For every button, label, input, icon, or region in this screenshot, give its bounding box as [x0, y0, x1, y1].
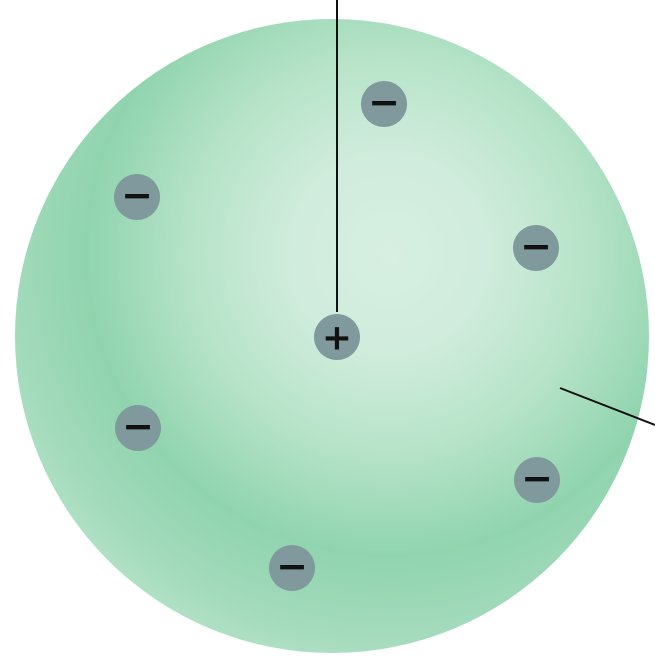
minus-symbol: −	[521, 456, 553, 500]
minus-symbol: −	[368, 80, 400, 124]
plus-symbol: +	[322, 318, 352, 359]
minus-symbol: −	[520, 224, 552, 268]
minus-symbol: −	[276, 544, 308, 588]
minus-symbol: −	[122, 404, 154, 448]
positive-center-particle: +	[314, 314, 360, 360]
minus-symbol: −	[121, 173, 153, 217]
